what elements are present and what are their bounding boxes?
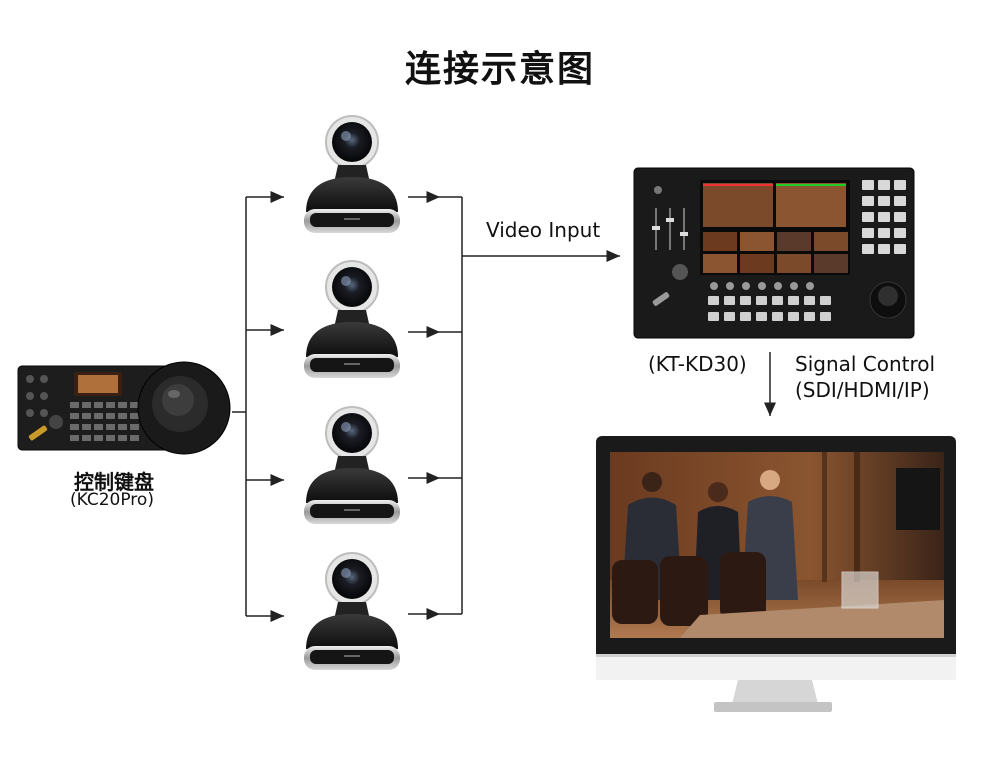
video-switcher-device	[633, 167, 915, 339]
signal-protocols-label: (SDI/HDMI/IP)	[795, 378, 930, 402]
switcher-model-label: (KT-KD30)	[648, 352, 747, 376]
video-input-label: Video Input	[486, 218, 601, 242]
diagram-title: 连接示意图	[404, 49, 595, 90]
ptz-camera	[303, 115, 401, 234]
keyboard-name-label: 控制键盘	[74, 470, 154, 494]
keyboard-model-label: (KC20Pro)	[70, 490, 154, 510]
display-monitor	[596, 436, 956, 712]
signal-control-label: Signal Control	[795, 352, 936, 376]
ptz-camera	[303, 552, 401, 671]
control-keyboard-device	[17, 361, 231, 455]
ptz-camera	[303, 260, 401, 379]
ptz-camera	[303, 406, 401, 525]
